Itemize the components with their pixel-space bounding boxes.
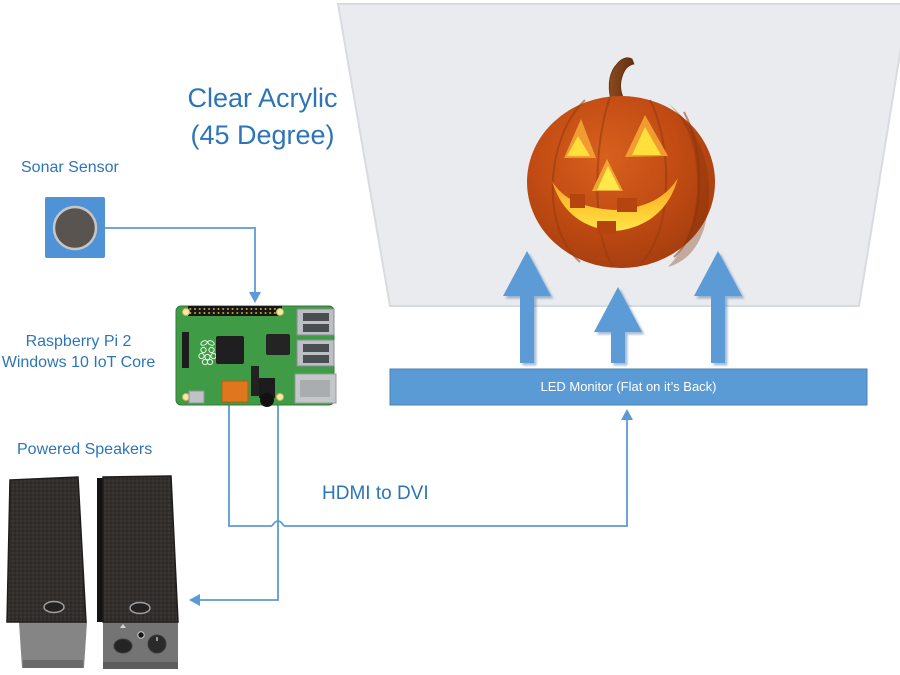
- up-arrow-icon: [694, 251, 742, 363]
- pumpkin-icon: [527, 57, 715, 268]
- usb-chip: [266, 334, 290, 355]
- connector-line-audio: [194, 405, 279, 601]
- speakers-icon: [6, 475, 179, 669]
- raspberry-pi-label: Raspberry Pi 2 Windows 10 IoT Core: [0, 331, 181, 373]
- speaker-logo-icon: [43, 600, 65, 614]
- audio-jack: [259, 378, 275, 398]
- raspberry-pi-icon: [175, 305, 337, 407]
- connector-arrowheads: [189, 292, 633, 606]
- acrylic-title-line1: Clear Acrylic: [187, 83, 338, 113]
- pumpkin-teeth: [570, 194, 637, 234]
- up-arrow-icon: [503, 251, 551, 363]
- connector-lines: [105, 227, 628, 601]
- power-knob: [113, 638, 133, 654]
- pumpkin-shade: [668, 103, 710, 267]
- acrylic-title: Clear Acrylic (45 Degree): [145, 80, 380, 154]
- usb-ports: [296, 308, 335, 367]
- pumpkin-nose-glow: [597, 166, 620, 190]
- headphone-jack-icon: [137, 631, 145, 639]
- pumpkin-right-eye-glow: [632, 127, 661, 155]
- volume-knob: [147, 634, 167, 654]
- pumpkin-left-eye-glow: [567, 136, 590, 156]
- led-monitor-label: LED Monitor (Flat on it’s Back): [540, 379, 717, 394]
- raspberry-logo-icon: [198, 340, 217, 366]
- speaker-logo-icon: [129, 601, 151, 615]
- connector-line-sonar-to-pi: [105, 227, 256, 293]
- arrowhead-left-icon: [189, 594, 200, 606]
- acrylic-title-line2: (45 Degree): [190, 120, 335, 150]
- audio-jack-barrel: [260, 393, 274, 407]
- micro-usb-port: [188, 390, 205, 404]
- gpio-header: [188, 306, 282, 316]
- display-connector: [182, 332, 189, 368]
- hdmi-to-dvi-label: HDMI to DVI: [322, 483, 429, 504]
- powered-speakers-label: Powered Speakers: [17, 441, 153, 458]
- arrowhead-up-icon: [621, 409, 633, 420]
- sonar-sensor-label: Sonar Sensor: [21, 159, 119, 176]
- up-arrows: [503, 251, 742, 363]
- pumpkin-mouth: [552, 178, 678, 231]
- ethernet-opening: [300, 380, 330, 397]
- power-indicator-icon: [120, 624, 126, 628]
- monitor-bar: [389, 368, 868, 406]
- arrowhead-down-icon: [249, 292, 261, 303]
- raspberry-pi-label-line2: Windows 10 IoT Core: [1, 354, 156, 371]
- mount-holes: [182, 308, 284, 401]
- raspberry-pi-label-line1: Raspberry Pi 2: [25, 333, 132, 350]
- connector-line-hdmi: [228, 405, 628, 527]
- left-speaker: [6, 476, 87, 668]
- cpu-chip: [216, 336, 244, 364]
- hdmi-port: [221, 380, 249, 403]
- sonar-sensor-icon: [45, 197, 105, 258]
- up-arrow-icon: [594, 287, 642, 363]
- right-speaker: [97, 475, 179, 669]
- camera-connector: [251, 366, 259, 396]
